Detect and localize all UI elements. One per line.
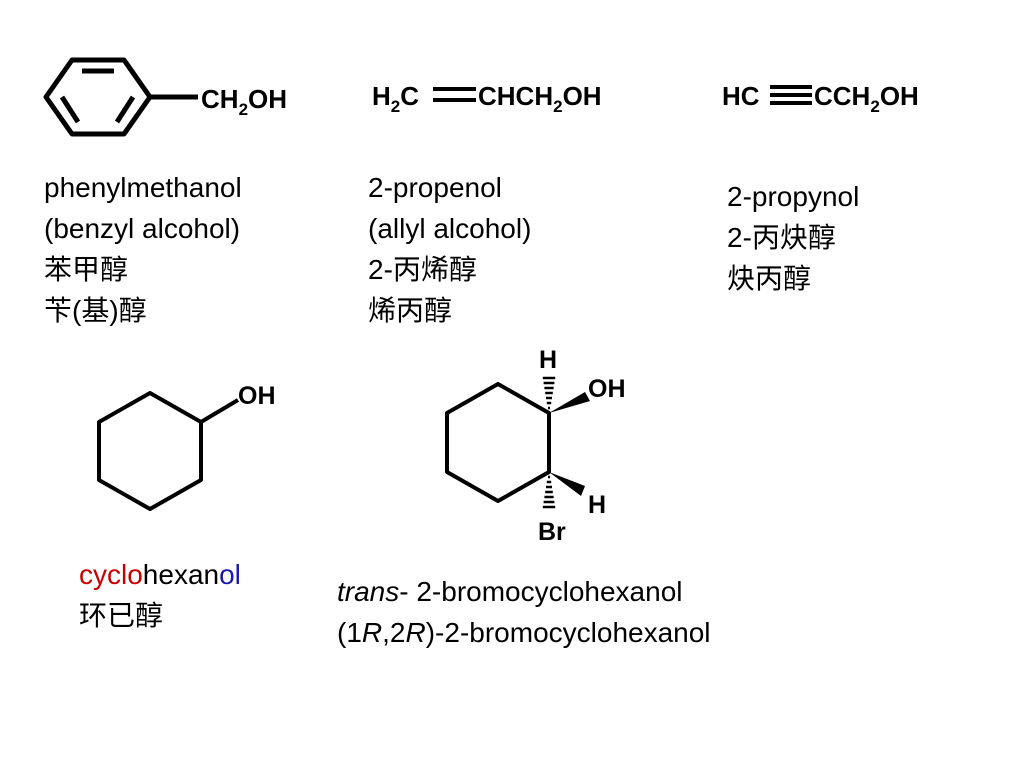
atom-top-h: H xyxy=(539,346,557,374)
bromocyclohexanol-name-rs: (1R,2R)-2-bromocyclohexanol xyxy=(337,612,711,653)
rs-close: )-2-bromocyclohexanol xyxy=(425,617,711,648)
propargyl-formula-right: CCH2OH xyxy=(814,81,919,116)
bromocyclohexanol-names: trans- 2-bromocyclohexanol (1R,2R)-2-bro… xyxy=(337,571,711,653)
propargyl-names: 2-propynol 2-丙炔醇 炔丙醇 xyxy=(727,176,859,299)
propargyl-name-cn-2: 炔丙醇 xyxy=(727,263,812,294)
allyl-name-cn-2: 烯丙醇 xyxy=(368,295,453,326)
cyclohexanol-oh-label: OH xyxy=(238,382,276,410)
name-middle-hexan: hexan xyxy=(142,559,220,590)
rs-descriptor-1: R xyxy=(361,617,383,648)
cyclohexane-ring xyxy=(97,391,240,511)
double-bond xyxy=(433,87,476,102)
cyclohexanol-name: cyclohexanol xyxy=(79,554,241,595)
name-suffix-ol: ol xyxy=(219,559,241,590)
hashed-bond-br xyxy=(542,475,556,509)
rs-comma: ,2 xyxy=(382,617,406,648)
wedge-bond-oh xyxy=(549,392,590,413)
benzene-ring xyxy=(43,57,198,137)
wedge-bond-bottom-h xyxy=(549,472,585,496)
allyl-formula-left: H2C xyxy=(372,81,419,116)
propargyl-formula-left: HC xyxy=(722,81,760,111)
atom-br: Br xyxy=(538,518,566,546)
triple-bond xyxy=(770,85,812,105)
cyclohexanol-names: cyclohexanol 环已醇 xyxy=(79,554,241,636)
allyl-name-common: (allyl alcohol) xyxy=(368,213,532,244)
benzyl-name-cn-2: 苄(基)醇 xyxy=(44,295,147,326)
propargyl-name-iupac: 2-propynol xyxy=(727,181,860,212)
hashed-bond-top-h xyxy=(542,376,556,410)
benzyl-names: phenylmethanol (benzyl alcohol) 苯甲醇 苄(基)… xyxy=(44,167,242,331)
trans-descriptor: trans xyxy=(337,576,400,607)
name-prefix-cyclo: cyclo xyxy=(79,559,143,590)
name-trans-rest: - 2-bromocyclohexanol xyxy=(399,576,683,607)
atom-bottom-h: H xyxy=(588,491,606,519)
bromocyclohexanol-name-trans: trans- 2-bromocyclohexanol xyxy=(337,571,711,612)
allyl-formula-right: CHCH2OH xyxy=(478,81,602,116)
propargyl-name-cn-1: 2-丙炔醇 xyxy=(727,222,836,253)
allyl-name-iupac: 2-propenol xyxy=(368,172,502,203)
benzyl-name-iupac: phenylmethanol xyxy=(44,172,242,203)
cyclohexanol-name-cn: 环已醇 xyxy=(79,600,164,631)
benzyl-name-cn-1: 苯甲醇 xyxy=(44,254,129,285)
rs-descriptor-2: R xyxy=(405,617,426,648)
rs-open: (1 xyxy=(337,617,362,648)
bromocyclohexane-ring xyxy=(445,382,551,503)
atom-oh: OH xyxy=(588,375,626,403)
allyl-name-cn-1: 2-丙烯醇 xyxy=(368,254,477,285)
allyl-names: 2-propenol (allyl alcohol) 2-丙烯醇 烯丙醇 xyxy=(368,167,531,331)
benzyl-name-common: (benzyl alcohol) xyxy=(44,213,241,244)
benzyl-formula: CH2OH xyxy=(201,84,287,119)
